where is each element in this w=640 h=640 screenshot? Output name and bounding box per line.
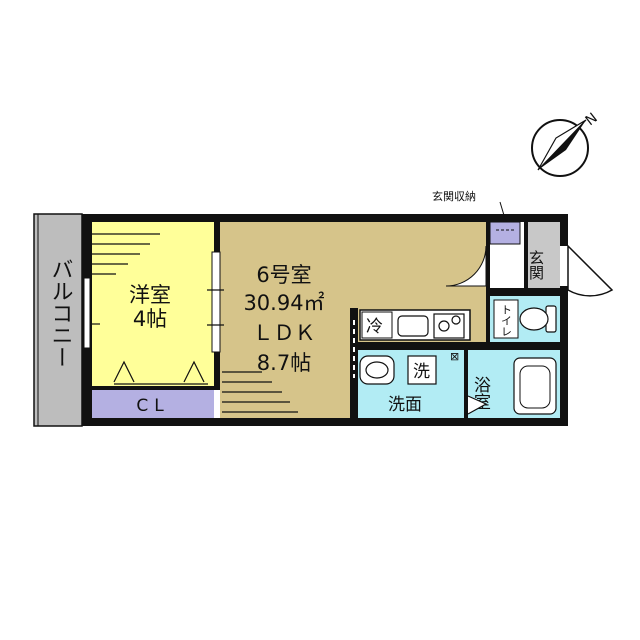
balcony xyxy=(33,213,83,427)
western-room-floor xyxy=(92,222,214,388)
washer-box xyxy=(407,355,437,385)
entrance-floor xyxy=(528,222,560,288)
toilet-icon xyxy=(519,305,557,333)
exhaust-icon: ⊠ xyxy=(450,350,459,363)
sink-icon xyxy=(397,315,429,337)
ldk-size: 8.7帖 xyxy=(257,351,311,375)
western-room-size: 4帖 xyxy=(133,307,167,331)
bathroom-door-icon xyxy=(467,395,488,415)
closet-floor xyxy=(92,388,214,418)
ldk-label: ＬＤＫ xyxy=(253,321,316,345)
closet-label: CL xyxy=(136,396,169,416)
washroom-label: 洗面 xyxy=(388,395,422,415)
unit-area: 30.94㎡ xyxy=(243,291,324,315)
vanity-basin-icon xyxy=(359,355,395,385)
entrance-label: 玄関 xyxy=(527,250,545,281)
entrance-gap xyxy=(560,246,568,286)
western-room-name: 洋室 xyxy=(129,283,171,307)
balcony-windows xyxy=(83,277,91,349)
washer-label: 洗 xyxy=(413,362,430,382)
fridge-label: 冷 xyxy=(366,317,383,337)
compass-north-label: N xyxy=(583,110,601,129)
entrance-door-swing xyxy=(567,244,614,297)
bathtub-icon xyxy=(513,357,557,415)
entrance-storage xyxy=(489,221,521,245)
fridge xyxy=(361,311,393,339)
balcony-label: バルコニー xyxy=(48,258,73,368)
compass: N xyxy=(531,110,601,177)
unit-number: 6号室 xyxy=(256,263,311,287)
closet-doors xyxy=(113,360,208,385)
toilet-label: トイレ xyxy=(500,304,513,337)
western-room-hatch xyxy=(92,233,160,325)
compass-needle-light xyxy=(537,119,587,171)
ldk-hatch xyxy=(222,371,298,413)
entrance-storage-leader xyxy=(499,201,507,223)
stove-icon xyxy=(433,313,465,339)
storage-door-swing xyxy=(445,245,487,287)
sliding-door xyxy=(211,251,221,353)
entrance-storage-label: 玄関収納 xyxy=(432,189,476,203)
